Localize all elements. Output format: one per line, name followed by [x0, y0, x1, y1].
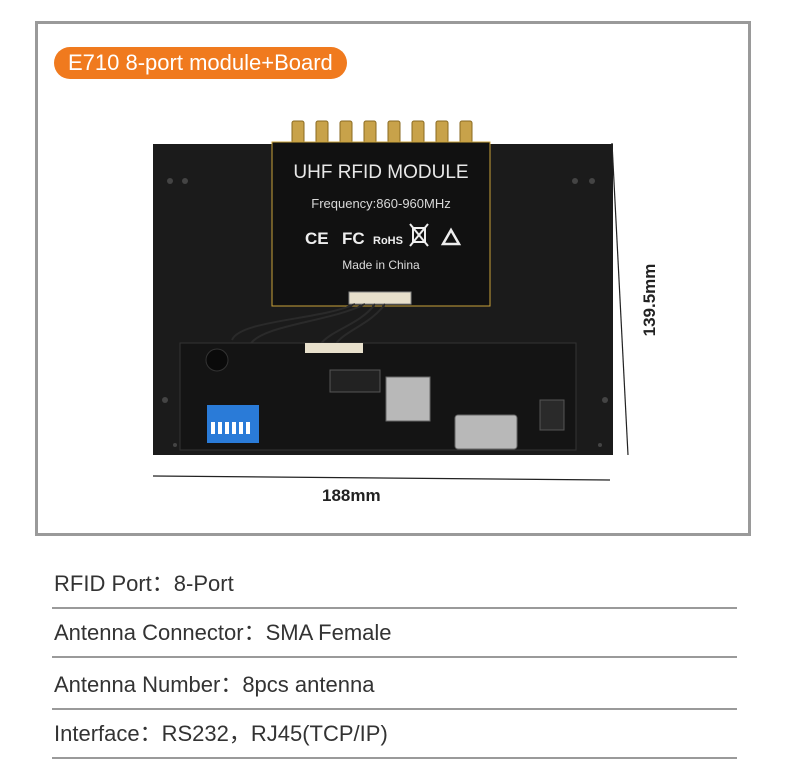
made-in-label: Made in China [342, 258, 420, 272]
module-title: UHF RFID MODULE [293, 162, 468, 183]
ic-chip [329, 369, 381, 393]
rohs-mark: RoHS [373, 235, 403, 247]
spec-row-antenna-connector: Antenna Connector：SMA Female [52, 620, 737, 658]
product-photo: 1 UHF RFID MODULE Frequency:860-960MHz C… [152, 120, 629, 481]
rj45-port [385, 376, 431, 422]
product-title-badge: E710 8-port module+Board [54, 47, 347, 79]
spec-row-interface: Interface：RS232，RJ45(TCP/IP) [52, 721, 737, 759]
dip-toggles [211, 422, 250, 434]
db9-port [454, 414, 518, 450]
uhf-module [271, 141, 491, 307]
screw-holes [162, 178, 608, 447]
fc-mark: FC [342, 229, 365, 248]
width-dimension: 188mm [322, 486, 381, 505]
board-connector [305, 343, 363, 353]
power-jack [539, 399, 565, 431]
height-dimension-line [611, 142, 629, 456]
spec-label: Interface：RS232，RJ45(TCP/IP) [54, 721, 388, 746]
height-dimension: 139.5mm [640, 263, 659, 337]
ribbon-wires [231, 303, 386, 346]
buzzer [205, 348, 229, 372]
module-connector [348, 291, 412, 305]
spec-label: Antenna Number：8pcs antenna [54, 672, 375, 697]
spec-label: RFID Port：8-Port [54, 571, 234, 596]
ce-mark: CE [305, 229, 329, 248]
recycle-icon [440, 227, 462, 246]
spec-row-antenna-number: Antenna Number：8pcs antenna [52, 672, 737, 710]
spec-row-rfid-port: RFID Port：8-Port [52, 571, 737, 609]
module-frequency: Frequency:860-960MHz [311, 196, 450, 211]
sma-connectors [291, 120, 473, 144]
spec-label: Antenna Connector：SMA Female [54, 620, 392, 645]
width-dimension-line [152, 475, 611, 481]
weee-icon [409, 223, 429, 247]
